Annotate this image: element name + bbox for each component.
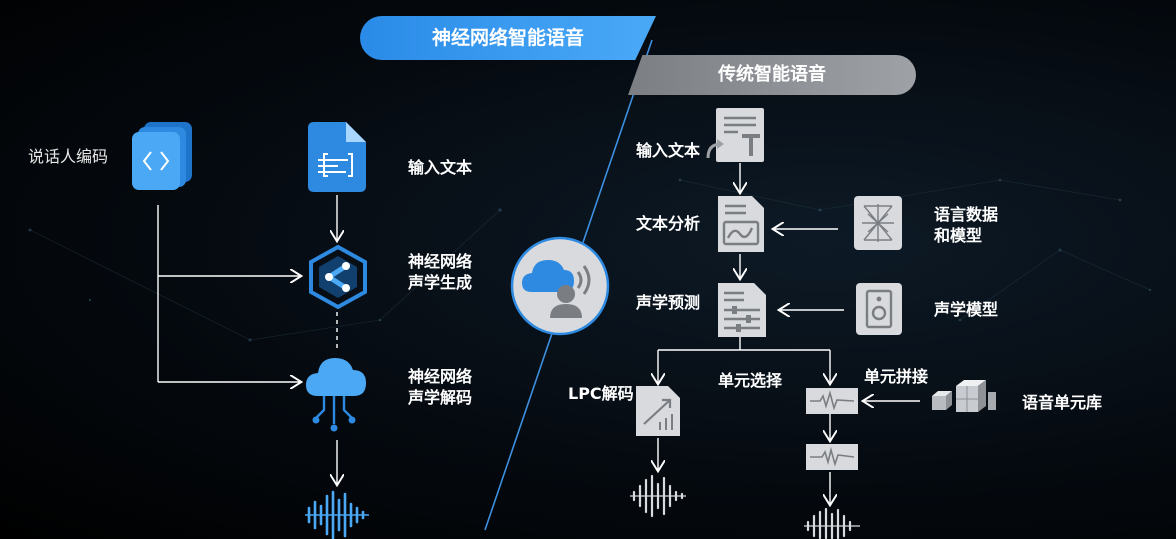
- text-document-icon: [716, 108, 764, 162]
- analysis-document-icon: [718, 196, 764, 252]
- lpc-decode-label: LPC解码: [568, 384, 634, 403]
- acoustic-predict-label: 声学预测: [636, 293, 701, 312]
- sliders-document-icon: [718, 283, 766, 337]
- left-connectors: [290, 230, 600, 539]
- unit-concat-label: 单元拼接: [864, 367, 929, 386]
- banner-neural: 神经网络智能语音: [360, 16, 656, 60]
- language-data-label-2: 和模型: [934, 226, 983, 245]
- speaker-code-label: 说话人编码: [28, 147, 109, 166]
- acoustic-decode-label-2: 声学解码: [408, 388, 473, 407]
- language-data-icon: [854, 196, 902, 250]
- text-analysis-label: 文本分析: [636, 214, 701, 233]
- banner-traditional: 传统智能语音: [628, 55, 916, 95]
- cloud-circuit-icon: [306, 358, 366, 432]
- chart-document-icon: [636, 386, 680, 436]
- neural-hexagon-icon: [309, 244, 367, 310]
- waveform-unit-icon-2: [806, 444, 858, 470]
- acoustic-model-label: 声学模型: [934, 300, 999, 319]
- waveform-unit-icon-1: [806, 388, 858, 414]
- acoustic-gen-label-1: 神经网络: [408, 252, 473, 271]
- speaker-model-icon: [856, 283, 902, 335]
- code-files-icon: [132, 122, 192, 190]
- waveform-icon-blue: [305, 490, 369, 539]
- cubes-library-icon: [932, 380, 996, 412]
- document-icon: [308, 122, 366, 192]
- unit-library-label: 语音单元库: [1022, 393, 1103, 412]
- right-input-text-label: 输入文本: [636, 141, 701, 160]
- acoustic-gen-label-2: 声学生成: [408, 273, 473, 292]
- curved-arrow-icon: [706, 139, 724, 159]
- acoustic-decode-label-1: 神经网络: [408, 367, 473, 386]
- left-input-text-label: 输入文本: [408, 158, 473, 177]
- voice-cloud-icon: [510, 236, 610, 336]
- unit-select-label: 单元选择: [718, 371, 783, 390]
- language-data-label-1: 语言数据: [934, 205, 999, 224]
- waveform-icon-grey-2: [804, 507, 860, 539]
- waveform-icon-grey-1: [630, 474, 686, 518]
